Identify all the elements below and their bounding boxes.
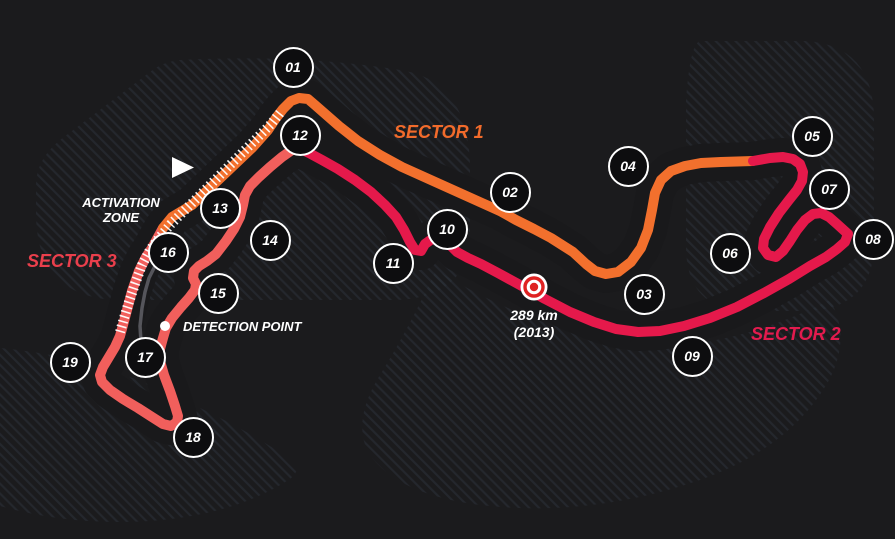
sector-3-label: SECTOR 3 <box>27 251 117 271</box>
speed-trap-icon <box>520 273 548 301</box>
turn-marker-14: 14 <box>249 219 291 261</box>
turn-marker-08: 08 <box>852 218 894 260</box>
speed-trap-year: (2013) <box>513 324 555 340</box>
turn-marker-15: 15 <box>197 272 239 314</box>
sector-1-label: SECTOR 1 <box>394 122 484 142</box>
turn-marker-07: 07 <box>808 168 850 210</box>
turn-marker-16: 16 <box>147 231 189 273</box>
speed-trap-label: 289 km (2013) <box>484 307 584 341</box>
turn-marker-13: 13 <box>199 187 241 229</box>
activation-arrow-icon <box>172 157 194 178</box>
detection-point-label: DETECTION POINT <box>183 319 302 334</box>
turn-marker-01: 01 <box>272 46 314 88</box>
turn-marker-18: 18 <box>172 416 214 458</box>
turn-marker-06: 06 <box>709 232 751 274</box>
drs-activation-ticks <box>115 109 284 334</box>
activation-zone-label: ACTIVATION ZONE <box>61 195 181 225</box>
speed-trap-value: 289 km <box>510 307 558 323</box>
detection-point-icon <box>160 321 170 331</box>
turn-marker-04: 04 <box>607 145 649 187</box>
track-sector2-path <box>296 144 853 337</box>
turn-marker-03: 03 <box>623 273 665 315</box>
turn-marker-05: 05 <box>791 115 833 157</box>
turn-marker-12: 12 <box>279 114 321 156</box>
activation-zone-line2: ZONE <box>102 210 140 225</box>
turn-marker-09: 09 <box>671 335 713 377</box>
track-sector1-path <box>158 93 758 279</box>
turn-marker-19: 19 <box>49 341 91 383</box>
sector-2-label: SECTOR 2 <box>751 324 841 344</box>
hatch-blob-bottom-right <box>362 270 841 509</box>
turn-marker-17: 17 <box>124 336 166 378</box>
activation-zone-line1: ACTIVATION <box>82 195 160 210</box>
turn-marker-02: 02 <box>489 171 531 213</box>
turn-marker-10: 10 <box>426 208 468 250</box>
turn-marker-11: 11 <box>372 242 414 284</box>
